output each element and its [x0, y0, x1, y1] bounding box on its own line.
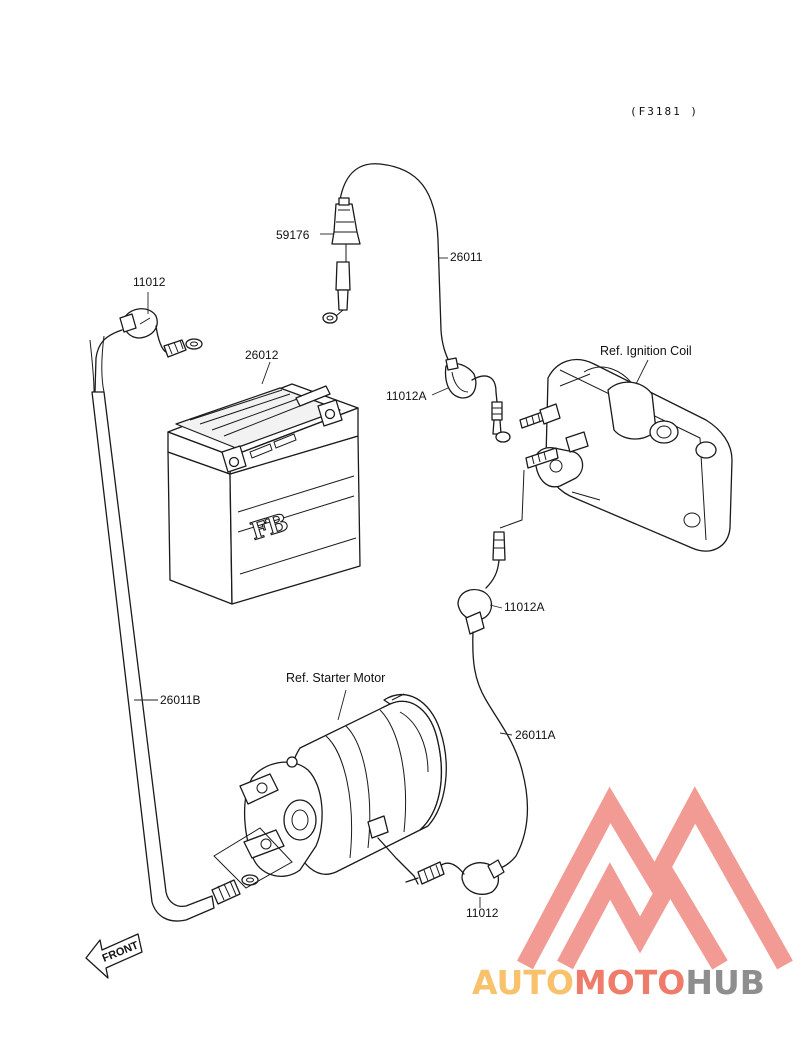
- leader-starter-motor: [337, 689, 347, 721]
- watermark-text: AUTOMOTOHUB: [472, 963, 765, 1002]
- terminal-boot-59176: [322, 197, 361, 324]
- cable-26011b-sheath: [91, 391, 215, 922]
- terminal-cap-11012a-lower: [457, 531, 506, 635]
- watermark-logo: [517, 786, 793, 970]
- leader-11012a-upper: [431, 387, 449, 396]
- label-ref-starter-motor: Ref. Starter Motor: [286, 671, 386, 685]
- leader-26011a: [499, 732, 513, 736]
- label-26012: 26012: [245, 348, 279, 362]
- ignition-coil: [519, 359, 733, 552]
- cable-26011a: [472, 631, 529, 871]
- watermark-text-part3: HUB: [685, 963, 765, 1002]
- leader-ignition-coil: [635, 359, 649, 385]
- label-26011b: 26011B: [160, 693, 201, 707]
- terminal-cap-11012-bottom: [405, 859, 505, 895]
- watermark-text-part1: AUTO: [472, 963, 574, 1002]
- label-26011a: 26011A: [515, 728, 556, 742]
- terminal-cap-11012-top: [119, 308, 203, 358]
- label-11012a-lower: 11012A: [504, 600, 545, 614]
- leader-11012a-lower: [489, 604, 503, 609]
- label-26011: 26011: [450, 250, 483, 264]
- terminal-26011b-lower: [211, 874, 259, 905]
- label-ref-ignition-coil: Ref. Ignition Coil: [600, 344, 692, 358]
- label-59176: 59176: [276, 228, 310, 242]
- coil-lower-lead: [499, 469, 525, 529]
- battery-26012: [167, 383, 361, 605]
- figure-code: (F3181 ): [630, 105, 699, 118]
- label-11012-bottom: 11012: [466, 906, 499, 920]
- starter-motor: [213, 693, 447, 889]
- label-11012a-upper: 11012A: [386, 389, 427, 403]
- leader-26012: [261, 361, 271, 385]
- watermark-triangle-icon: [517, 786, 793, 970]
- cable-26011b: [94, 329, 123, 393]
- cable-26011: [339, 163, 451, 365]
- front-arrow-icon: [85, 933, 143, 979]
- watermark-text-part2: MOTO: [573, 963, 686, 1002]
- terminal-cap-11012a-upper: [444, 357, 511, 443]
- label-11012-top: 11012: [133, 275, 166, 289]
